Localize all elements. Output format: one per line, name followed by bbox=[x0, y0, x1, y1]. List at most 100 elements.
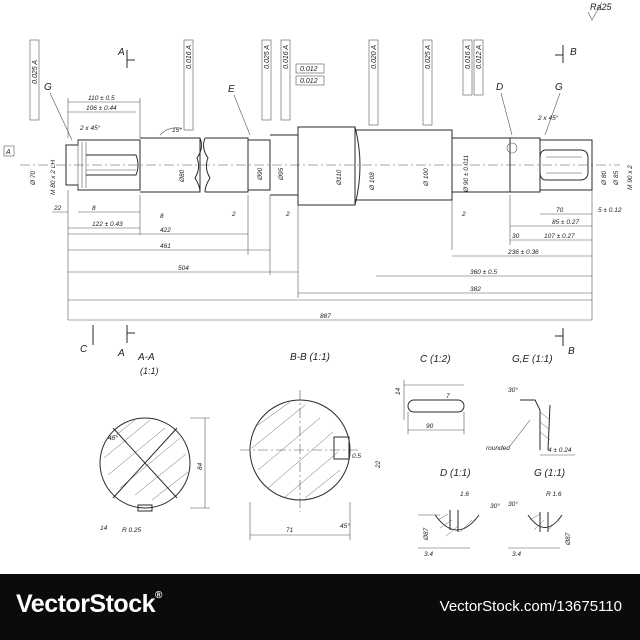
datum-box bbox=[3, 145, 15, 157]
dim-8b: 8 bbox=[160, 213, 164, 220]
ge-rounded: rounded bbox=[486, 445, 510, 452]
detail-ge: G,E (1:1) 30° rounded 4 ± 0.24 bbox=[486, 354, 575, 456]
detail-c-title: C (1:2) bbox=[420, 354, 451, 365]
dim-2a: 2 bbox=[231, 211, 236, 218]
dim-461: 461 bbox=[160, 243, 171, 250]
section-aa: A-A (1:1) 84 45° R 0.25 14 bbox=[99, 352, 210, 534]
dia-80: Ø80 bbox=[179, 169, 186, 183]
section-bb-title: B-B (1:1) bbox=[290, 352, 330, 363]
shaft-outline bbox=[20, 126, 620, 206]
detail-c: C (1:2) 14 7 90 bbox=[395, 354, 465, 434]
source-url: VectorStock.com/13675110 bbox=[439, 598, 622, 615]
leader-g-right: G bbox=[555, 82, 563, 93]
c-dim-90: 90 bbox=[426, 423, 434, 430]
aa-dim-84: 84 bbox=[197, 462, 204, 470]
d-dia: Ø87 bbox=[423, 527, 430, 541]
dia-m80: M 80 x 2 LH bbox=[50, 160, 57, 195]
d-angle: 30° bbox=[490, 502, 500, 510]
dim-106: 106 ± 0.44 bbox=[86, 105, 117, 112]
dia-80-right: Ø 80 bbox=[601, 171, 608, 186]
ge-dim-4: 4 ± 0.24 bbox=[548, 447, 572, 454]
d-dim-16: 1.6 bbox=[460, 491, 469, 498]
dim-5: 5 ± 0.12 bbox=[598, 207, 622, 214]
section-mark-a-top: A bbox=[117, 47, 125, 58]
dim-236: 236 ± 0.36 bbox=[507, 249, 539, 256]
bb-dim-05: 0.5 bbox=[352, 453, 361, 460]
dim-122: 122 ± 0.43 bbox=[92, 221, 123, 228]
watermark-footer: VectorStock® VectorStock.com/13675110 bbox=[0, 574, 640, 640]
tolerance-tag: 0.020 A bbox=[371, 45, 378, 69]
datum-label: A bbox=[5, 149, 11, 156]
dim-110: 110 ± 0.5 bbox=[88, 95, 115, 102]
dia-95: Ø95 bbox=[278, 167, 285, 181]
bb-dim-71: 71 bbox=[286, 527, 294, 534]
dim-382: 382 bbox=[470, 286, 481, 293]
dia-100: Ø 100 bbox=[423, 168, 430, 187]
dia-90: Ø90 bbox=[257, 167, 264, 181]
roughness-mark: Ra25 bbox=[590, 2, 613, 12]
leader-e: E bbox=[228, 84, 235, 95]
dim-chamfer-left: 2 x 45° bbox=[79, 124, 101, 132]
tolerance-tag: 0.012 A bbox=[476, 45, 483, 69]
g-dim-34: 3.4 bbox=[512, 551, 521, 558]
dim-8: 8 bbox=[92, 205, 96, 212]
tolerance-tag: 0.012 bbox=[300, 66, 318, 73]
dim-angle-15: 15° bbox=[172, 126, 182, 134]
detail-d: D (1:1) 1.6 30° Ø87 3.4 bbox=[418, 468, 500, 558]
c-dim-14: 14 bbox=[395, 387, 402, 395]
dia-70: Ø 70 bbox=[30, 171, 37, 186]
tolerance-tag: 0.012 bbox=[300, 78, 318, 85]
dim-30: 30 bbox=[512, 233, 520, 240]
dim-chamfer-right: 2 x 45° bbox=[537, 114, 559, 122]
dia-m90: M 90 x 2 bbox=[627, 165, 634, 190]
c-dim-7: 7 bbox=[446, 393, 450, 400]
section-mark-b-bottom: B bbox=[568, 346, 575, 357]
d-dim-34: 3.4 bbox=[424, 551, 433, 558]
bb-dim-45: 45° bbox=[340, 522, 350, 530]
g-angle: 30° bbox=[508, 500, 518, 508]
dim-70: 70 bbox=[556, 207, 564, 214]
dia-90-tol: Ø 90 ± 0.011 bbox=[463, 155, 470, 193]
tolerance-tag: 0.025 A bbox=[425, 45, 432, 69]
dim-85: 85 ± 0.27 bbox=[552, 219, 579, 226]
section-bb: B-B (1:1) 71 0.5 22 45° bbox=[240, 352, 382, 540]
section-mark-b-top: B bbox=[570, 47, 577, 58]
dim-2c: 2 bbox=[461, 211, 466, 218]
dim-360: 360 ± 0.5 bbox=[470, 269, 497, 276]
leader-g-left: G bbox=[44, 82, 52, 93]
detail-g: G (1:1) 30° R 1.6 Ø87 3.4 bbox=[508, 468, 572, 558]
detail-ge-title: G,E (1:1) bbox=[512, 354, 553, 365]
aa-dim-45: 45° bbox=[108, 434, 118, 442]
brand-logo: VectorStock® bbox=[16, 590, 162, 618]
section-marks: A B C A B bbox=[80, 45, 577, 359]
aa-dim-r: R 0.25 bbox=[122, 527, 142, 534]
section-aa-title: A-A bbox=[137, 352, 155, 363]
tolerance-tags: 0.025 A 0.016 A 0.025 A 0.016 A 0.012 0.… bbox=[29, 39, 484, 131]
detail-g-title: G (1:1) bbox=[534, 468, 565, 479]
section-aa-scale: (1:1) bbox=[140, 366, 159, 376]
tolerance-tag: 0.016 A bbox=[283, 45, 290, 69]
dim-22: 22 bbox=[53, 205, 62, 212]
engineering-drawing: Ra25 0.025 A 0.016 A 0.025 A 0.016 A 0.0… bbox=[3, 1, 634, 558]
detail-leaders: G E D G bbox=[44, 82, 563, 141]
top-dimensions: 110 ± 0.5 106 ± 0.44 2 x 45° 15° 2 x 45° bbox=[67, 95, 559, 138]
dim-2b: 2 bbox=[285, 211, 290, 218]
tolerance-tag: 0.016 A bbox=[186, 45, 193, 69]
g-dia: Ø87 bbox=[565, 532, 572, 546]
dia-110: Ø110 bbox=[336, 169, 343, 186]
bb-dim-22: 22 bbox=[375, 460, 382, 469]
diameter-labels: Ø 70 M 80 x 2 LH Ø80 Ø90 Ø95 Ø110 Ø 108 … bbox=[30, 155, 634, 195]
g-dim-r: R 1.6 bbox=[546, 491, 562, 498]
leader-d: D bbox=[496, 82, 503, 93]
dim-887: 887 bbox=[320, 313, 331, 320]
detail-d-title: D (1:1) bbox=[440, 468, 471, 479]
dim-504: 504 bbox=[178, 265, 189, 272]
dia-85: Ø 85 bbox=[613, 171, 620, 186]
bottom-dimensions: 22 8 122 ± 0.43 8 422 461 504 887 2 2 2 … bbox=[52, 190, 622, 321]
dim-107: 107 ± 0.27 bbox=[544, 233, 575, 240]
section-mark-a-bottom: A bbox=[117, 348, 125, 359]
tolerance-tag: 0.016 A bbox=[465, 45, 472, 69]
tolerance-tag: 0.025 A bbox=[264, 45, 271, 69]
ge-angle: 30° bbox=[508, 386, 518, 394]
dia-108: Ø 108 bbox=[369, 172, 376, 191]
